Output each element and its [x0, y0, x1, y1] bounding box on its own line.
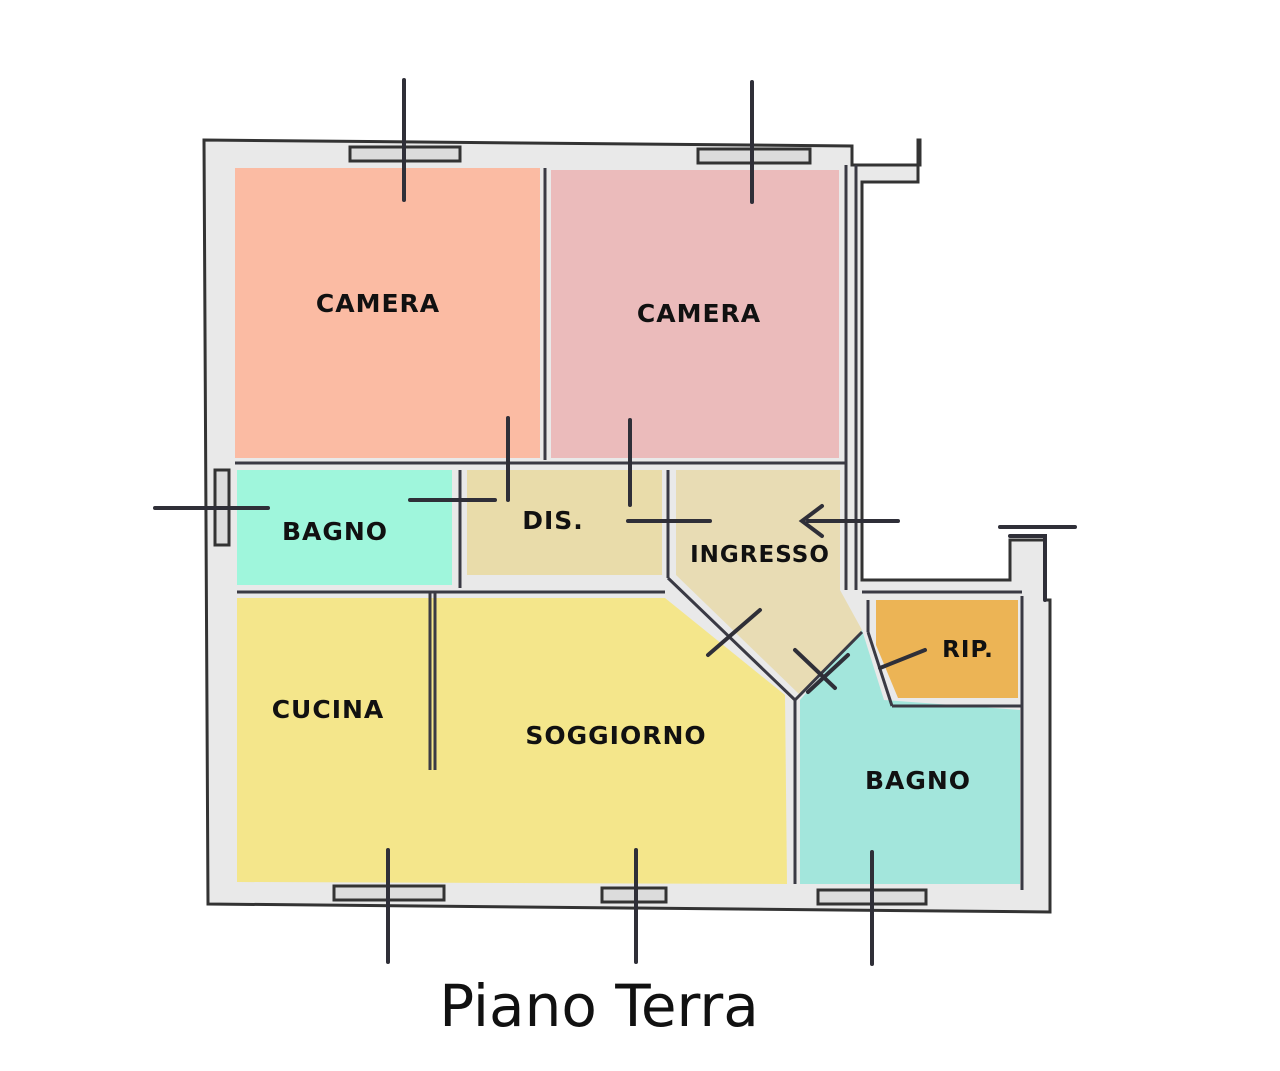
- room-cucina-soggiorno: [237, 598, 787, 884]
- label-camera-right: CAMERA: [637, 299, 761, 328]
- room-camera-right: [551, 170, 839, 458]
- opening-marks: [153, 78, 1077, 966]
- room-ingresso: [676, 470, 862, 695]
- label-bagno-right: BAGNO: [865, 766, 971, 795]
- room-rip: [876, 600, 1018, 698]
- label-cucina: CUCINA: [272, 695, 385, 724]
- room-bagno-right: [800, 630, 1020, 884]
- plan-title: Piano Terra: [439, 972, 759, 1040]
- label-camera-left: CAMERA: [316, 289, 440, 318]
- label-dis: DIS.: [522, 506, 584, 535]
- label-ingresso: INGRESSO: [690, 542, 830, 568]
- room-camera-left: [235, 168, 540, 458]
- label-rip: RIP.: [942, 637, 994, 663]
- room-bagno-left: [237, 470, 452, 585]
- label-soggiorno: SOGGIORNO: [525, 721, 706, 750]
- label-bagno-left: BAGNO: [282, 517, 388, 546]
